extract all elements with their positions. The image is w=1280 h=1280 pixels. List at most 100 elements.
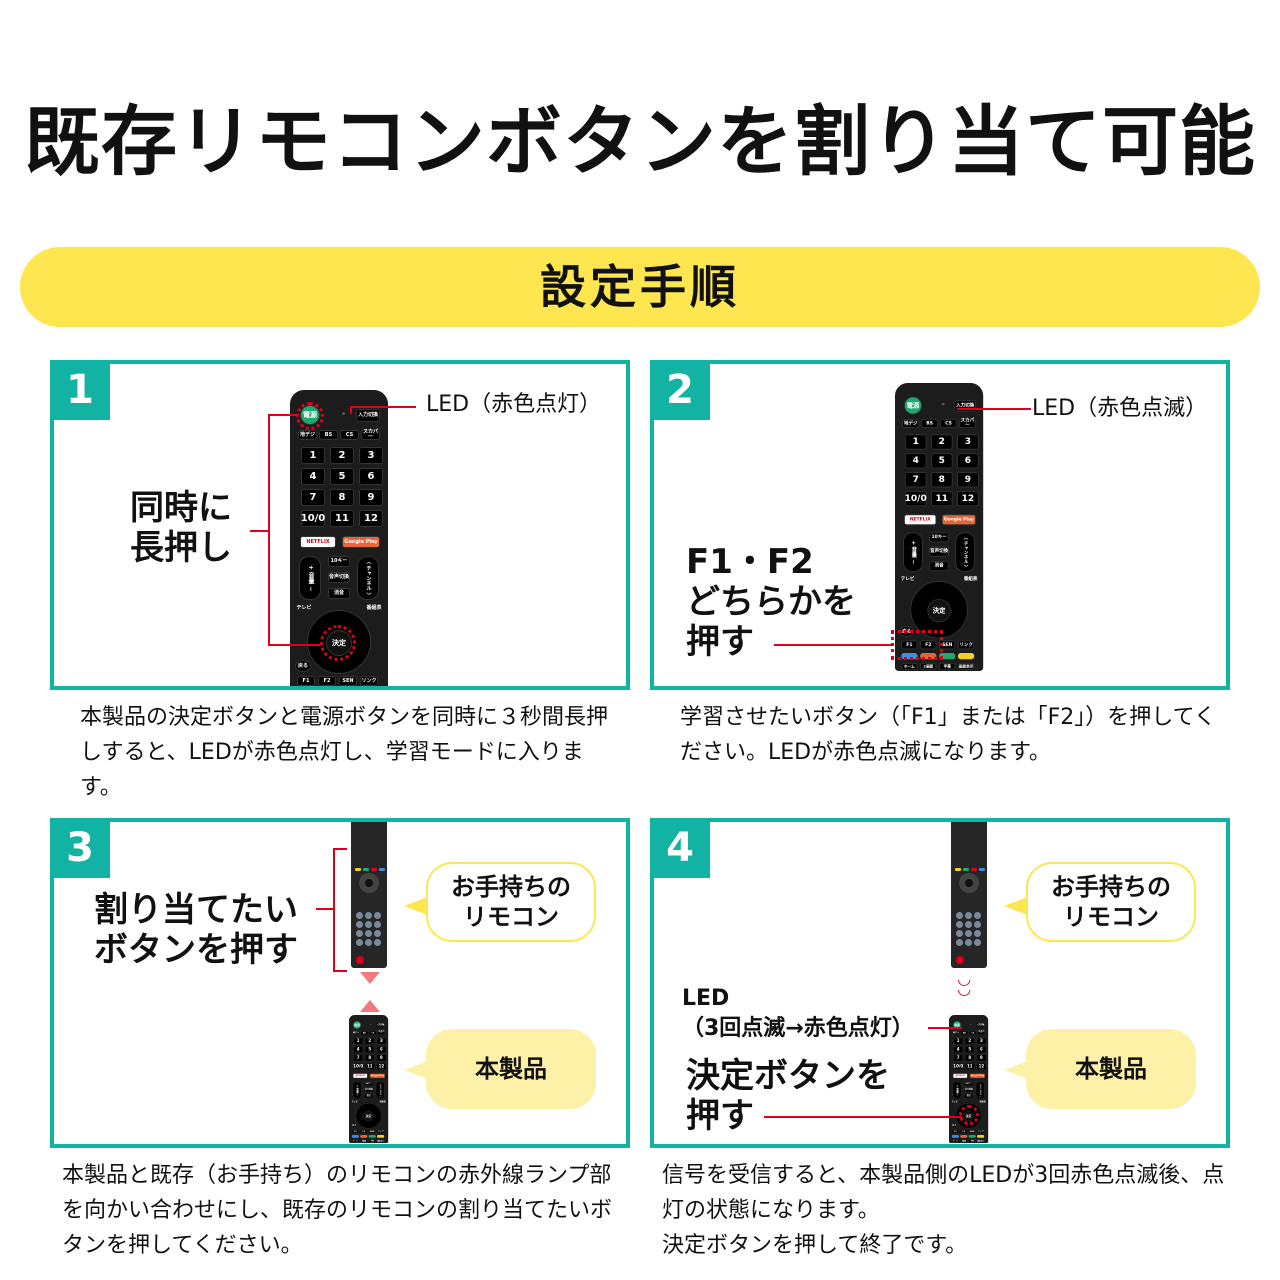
number-button (974, 939, 981, 946)
number-button: 6 (376, 1046, 387, 1053)
volume-button: + 音量 − (299, 556, 321, 600)
google-play-button: Google Play (369, 1073, 385, 1079)
ok-button (365, 879, 373, 887)
number-button (956, 930, 963, 937)
guide-button: 番組表 (379, 1100, 386, 1104)
number-button: 7 (301, 489, 325, 506)
color-button (955, 868, 961, 871)
power-highlight (296, 402, 324, 430)
mute-button: 消音 (364, 1094, 373, 1099)
number-button: 2 (931, 434, 953, 450)
number-button: 8 (330, 489, 354, 506)
number-button: 12 (359, 510, 383, 527)
step-number: 1 (54, 364, 110, 420)
page-title: 既存リモコンボタンを割り当て可能 (24, 97, 1256, 186)
number-button: 5 (330, 468, 354, 485)
function-button: F2 (960, 1129, 968, 1134)
number-button: 4 (953, 1046, 963, 1053)
existing-remote-bubble: お手持ちの リモコン (1026, 862, 1196, 942)
number-button: 2 (330, 447, 354, 464)
mute-button: 消音 (964, 1094, 973, 1099)
mute-button: 消音 (929, 561, 949, 572)
number-button (965, 921, 972, 928)
google-play-button: Google Play (969, 1073, 985, 1079)
step-number: 4 (654, 822, 710, 878)
google-play-button: Google Play (941, 514, 976, 526)
function-button: リンク (977, 1129, 985, 1134)
function-button: SEN (968, 1129, 976, 1134)
channel-button: ︿ チャンネル ﹀ (357, 556, 379, 600)
number-button: 3 (976, 1037, 987, 1045)
color-button (968, 1135, 976, 1138)
guide-button: 番組表 (979, 1100, 986, 1104)
google-play-button: Google Play (342, 536, 380, 548)
color-button (355, 868, 361, 871)
number-button (974, 930, 981, 937)
color-button (979, 868, 985, 871)
callout-text: 割り当てたい ボタンを押す (94, 890, 298, 970)
channel-button: ︿ チャンネル ﹀ (975, 1081, 985, 1099)
number-button: 7 (904, 472, 927, 488)
function-button: SEN (939, 640, 956, 650)
power-button (356, 956, 364, 964)
number-button: 8 (931, 472, 953, 488)
audio-button: 音声切換 (364, 1087, 373, 1093)
channel-button: ︿ チャンネル ﹀ (955, 532, 976, 572)
bottom-button: 画面表示 (958, 662, 975, 671)
bracket-line (268, 414, 270, 646)
tenkey-button: 10キー (964, 1081, 973, 1086)
broadcast-button: BS (360, 1031, 369, 1035)
bubble-tail (404, 1060, 430, 1080)
color-button (363, 868, 369, 871)
input-button: 入力切換 (954, 400, 976, 412)
led-pointer (957, 408, 1031, 410)
existing-remote-bubble: お手持ちの リモコン (426, 862, 596, 942)
netflix-button: NETFLIX (300, 536, 336, 548)
number-button: 12 (376, 1063, 387, 1070)
input-button: 入力切換 (356, 409, 380, 422)
step-number: 2 (654, 364, 710, 420)
ok-highlight (320, 625, 356, 661)
arrow-down-icon (360, 972, 380, 984)
product-bubble: 本製品 (1026, 1029, 1196, 1109)
led-indicator (342, 412, 345, 415)
mute-button: 消音 (328, 588, 350, 599)
callout-text: 決定ボタンを 押す (686, 1056, 890, 1136)
function-button: F1 (951, 1129, 959, 1134)
broadcast-button: CS (369, 1031, 377, 1035)
input-button: 入力切換 (375, 1022, 385, 1028)
broadcast-button: 地デジ (902, 419, 920, 428)
number-button: 7 (953, 1054, 963, 1062)
volume-button: + 音量 − (352, 1081, 362, 1099)
bottom-button: 2画面 (360, 1139, 368, 1143)
power-button: 電源 (353, 1021, 361, 1029)
number-button: 1 (953, 1037, 963, 1045)
color-button (977, 1135, 985, 1138)
ok-button: 決定 (363, 1111, 374, 1122)
back-button: 戻る (951, 1123, 958, 1128)
section-banner: 設定手順 (20, 247, 1260, 327)
number-button (956, 939, 963, 946)
number-button: 6 (359, 468, 383, 485)
color-button (920, 653, 937, 660)
netflix-button: NETFLIX (953, 1073, 968, 1079)
bottom-button: 2画面 (920, 662, 937, 671)
color-button (901, 653, 918, 660)
led-pointer (350, 406, 416, 408)
led-pointer (350, 406, 352, 414)
led-indicator (969, 1023, 971, 1025)
bracket-line (268, 414, 298, 416)
volume-button: + 音量 − (952, 1081, 962, 1099)
number-button (965, 912, 972, 919)
number-button (374, 939, 381, 946)
number-button: 4 (353, 1046, 363, 1053)
broadcast-button: 地デジ (352, 1031, 360, 1035)
ok-highlight (959, 1105, 979, 1125)
broadcast-button: CS (340, 430, 359, 440)
bottom-button: ホーム (351, 1139, 359, 1143)
color-button (960, 1135, 968, 1138)
color-button (368, 1135, 376, 1138)
